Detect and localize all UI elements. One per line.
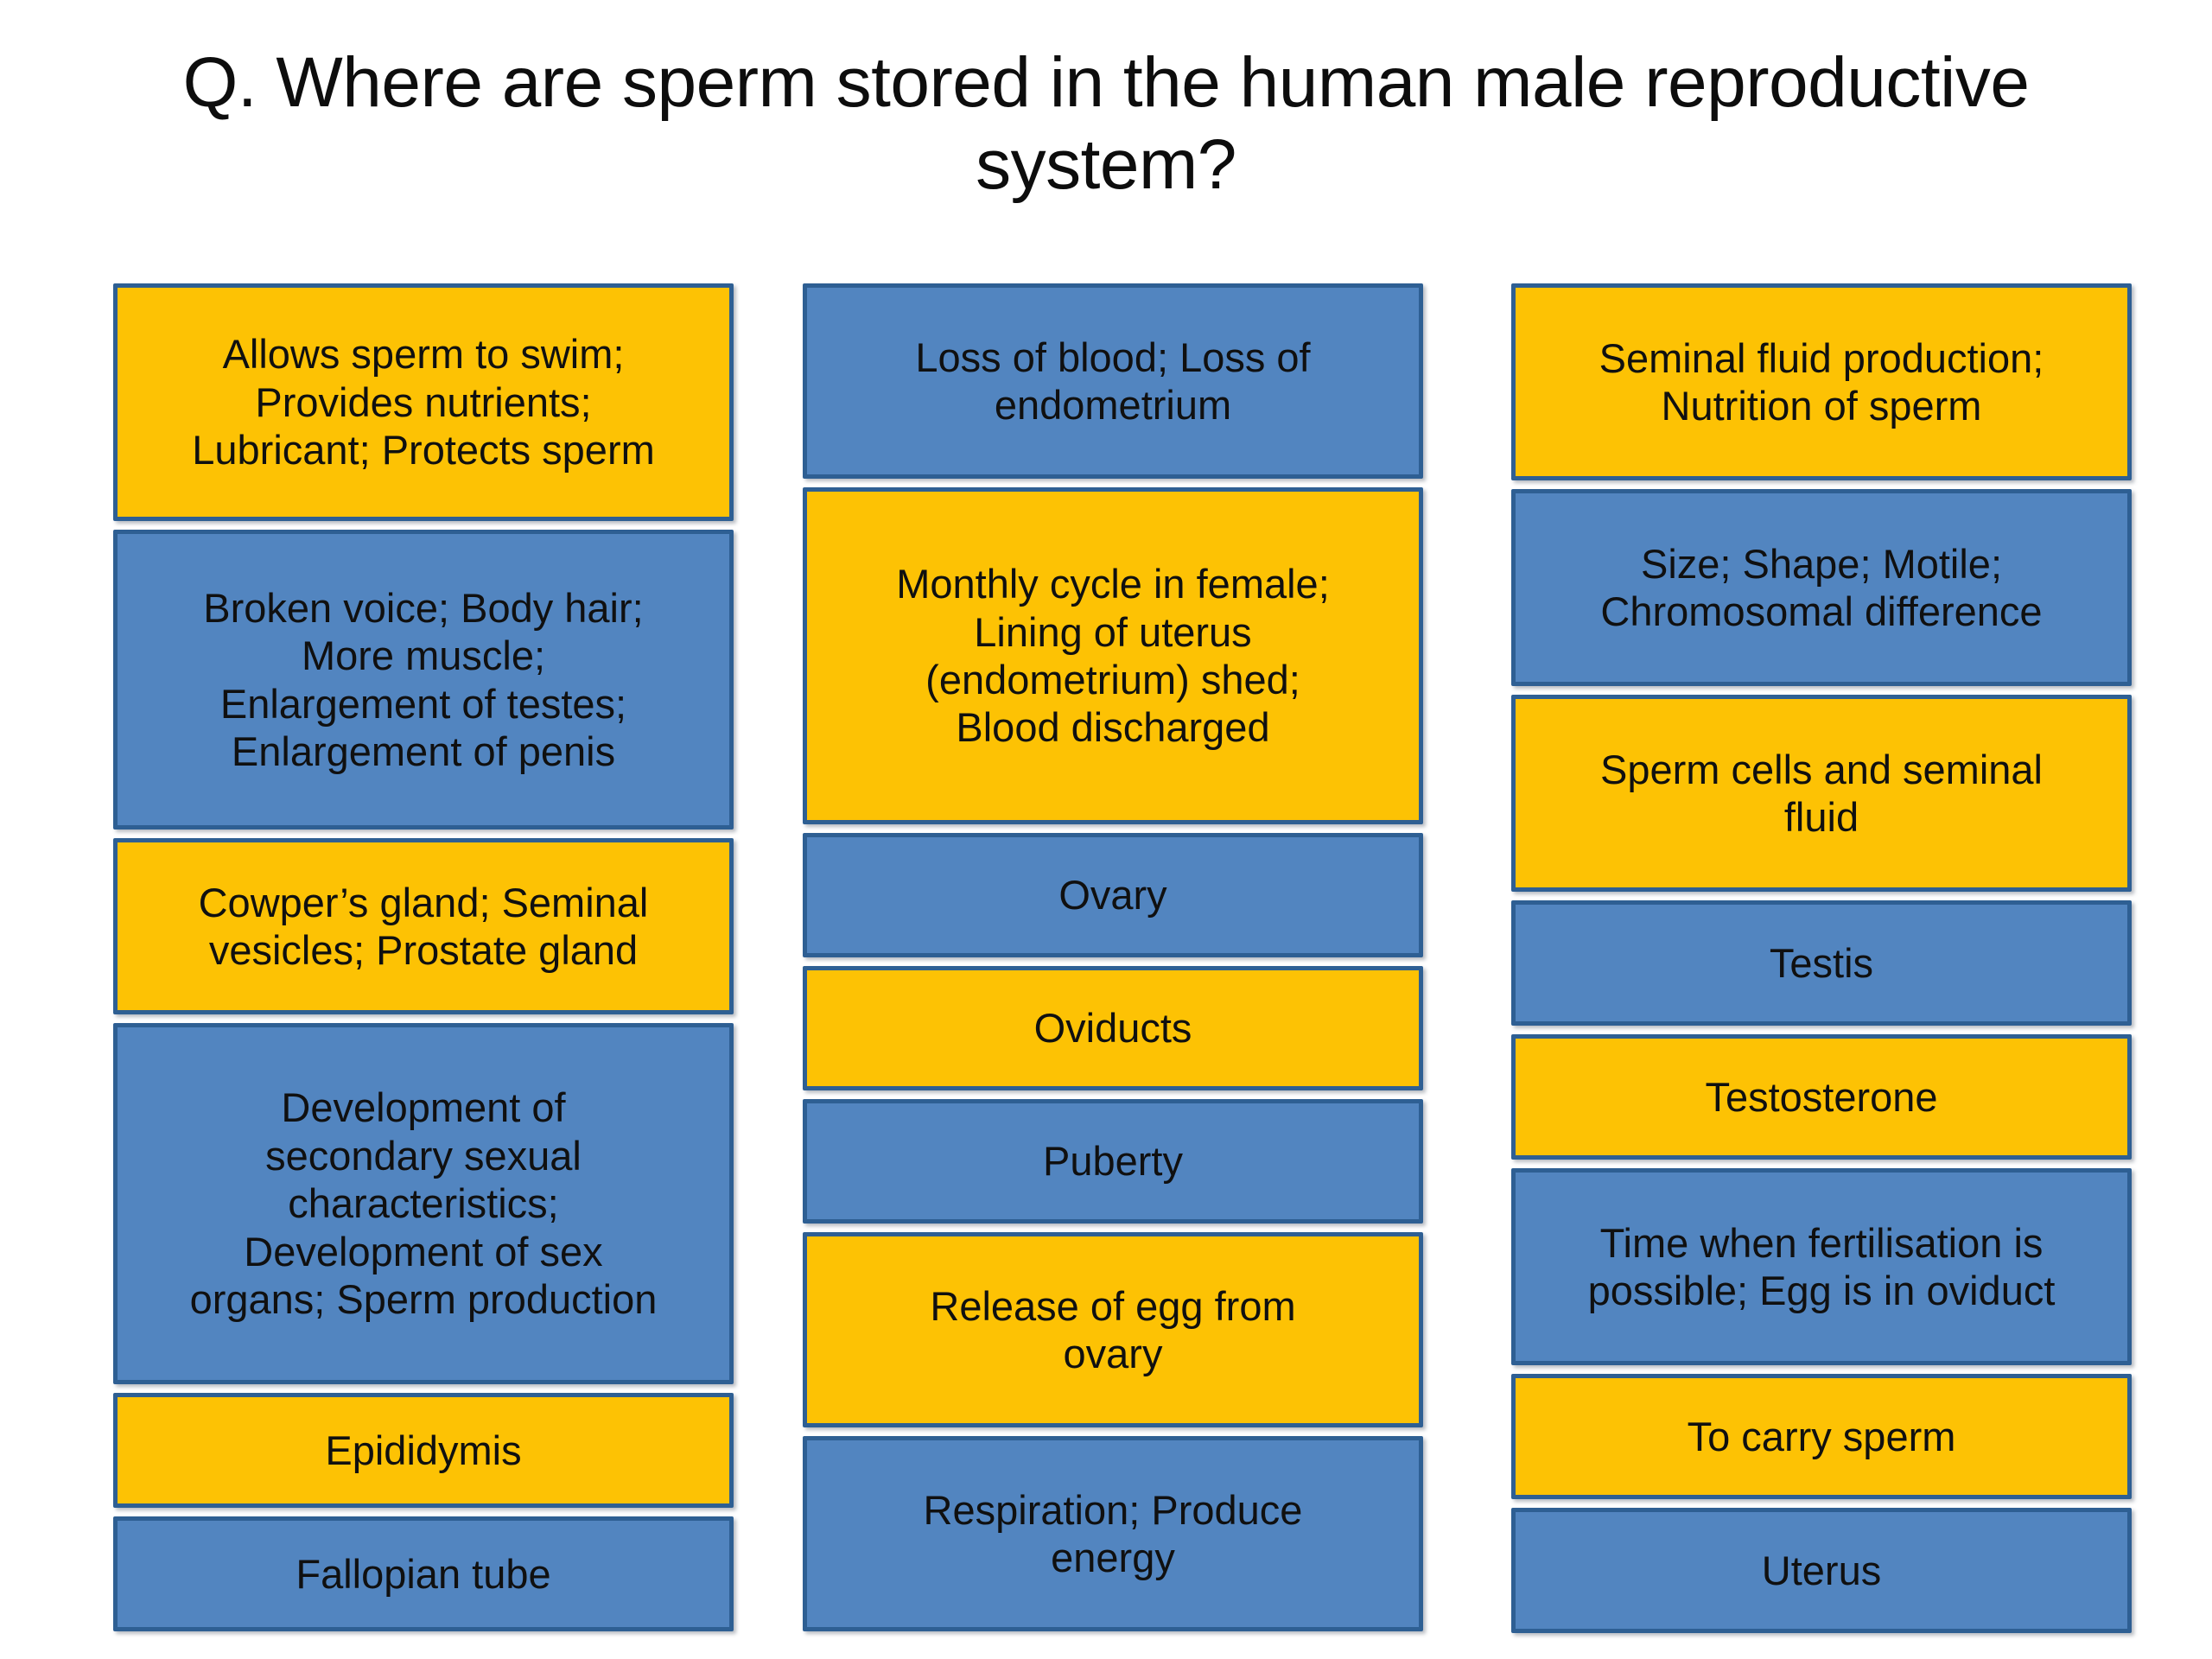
answer-card-label: Ovary	[1058, 872, 1167, 918]
card-columns: Allows sperm to swim; Provides nutrients…	[0, 283, 2212, 1633]
answer-card-label: Broken voice; Body hair; More muscle; En…	[203, 584, 644, 774]
answer-card-label: Sperm cells and seminal fluid	[1600, 746, 2043, 840]
answer-card-label: Oviducts	[1033, 1005, 1192, 1052]
answer-card[interactable]: Testosterone	[1511, 1034, 2132, 1160]
card-column-1: Allows sperm to swim; Provides nutrients…	[113, 283, 734, 1631]
answer-card[interactable]: Ovary	[803, 833, 1423, 957]
answer-card-label: Time when fertilisation is possible; Egg…	[1587, 1219, 2056, 1313]
answer-card[interactable]: Fallopian tube	[113, 1516, 734, 1631]
answer-card[interactable]: Uterus	[1511, 1508, 2132, 1633]
answer-card-label: Cowper’s gland; Seminal vesicles; Prosta…	[198, 879, 649, 973]
answer-card[interactable]: Sperm cells and seminal fluid	[1511, 695, 2132, 892]
answer-card[interactable]: Development of secondary sexual characte…	[113, 1023, 734, 1384]
answer-card[interactable]: Puberty	[803, 1099, 1423, 1224]
answer-card[interactable]: Time when fertilisation is possible; Egg…	[1511, 1168, 2132, 1365]
answer-card[interactable]: Oviducts	[803, 966, 1423, 1090]
answer-card-label: Seminal fluid production; Nutrition of s…	[1599, 334, 2044, 429]
answer-card-label: Monthly cycle in female; Lining of uteru…	[896, 561, 1330, 751]
answer-card-label: Release of egg from ovary	[930, 1282, 1296, 1376]
answer-card[interactable]: Testis	[1511, 900, 2132, 1026]
answer-card[interactable]: Loss of blood; Loss of endometrium	[803, 283, 1423, 479]
answer-card-label: Testosterone	[1705, 1073, 1938, 1120]
answer-card[interactable]: To carry sperm	[1511, 1374, 2132, 1499]
card-column-3: Seminal fluid production; Nutrition of s…	[1511, 283, 2132, 1633]
answer-card-label: Respiration; Produce energy	[923, 1486, 1303, 1580]
answer-card-label: Loss of blood; Loss of endometrium	[915, 334, 1311, 428]
answer-card-label: Fallopian tube	[296, 1550, 551, 1597]
answer-card-label: Testis	[1769, 939, 1874, 986]
answer-card[interactable]: Epididymis	[113, 1393, 734, 1508]
question-title-block: Q. Where are sperm stored in the human m…	[173, 41, 2039, 206]
answer-card-label: Uterus	[1761, 1547, 1882, 1593]
answer-card[interactable]: Seminal fluid production; Nutrition of s…	[1511, 283, 2132, 480]
answer-card-label: Size; Shape; Motile; Chromosomal differe…	[1600, 540, 2043, 634]
answer-card[interactable]: Release of egg from ovary	[803, 1232, 1423, 1427]
answer-card[interactable]: Respiration; Produce energy	[803, 1436, 1423, 1631]
answer-card-label: To carry sperm	[1687, 1413, 1956, 1459]
answer-card[interactable]: Broken voice; Body hair; More muscle; En…	[113, 530, 734, 830]
answer-card[interactable]: Allows sperm to swim; Provides nutrients…	[113, 283, 734, 521]
answer-card[interactable]: Cowper’s gland; Seminal vesicles; Prosta…	[113, 838, 734, 1014]
answer-card-label: Epididymis	[325, 1427, 522, 1473]
answer-card-label: Development of secondary sexual characte…	[189, 1084, 658, 1323]
answer-card-label: Puberty	[1043, 1138, 1183, 1185]
page-title: Q. Where are sperm stored in the human m…	[182, 43, 2030, 205]
answer-card-label: Allows sperm to swim; Provides nutrients…	[192, 331, 655, 474]
answer-card[interactable]: Size; Shape; Motile; Chromosomal differe…	[1511, 489, 2132, 686]
answer-card[interactable]: Monthly cycle in female; Lining of uteru…	[803, 487, 1423, 824]
